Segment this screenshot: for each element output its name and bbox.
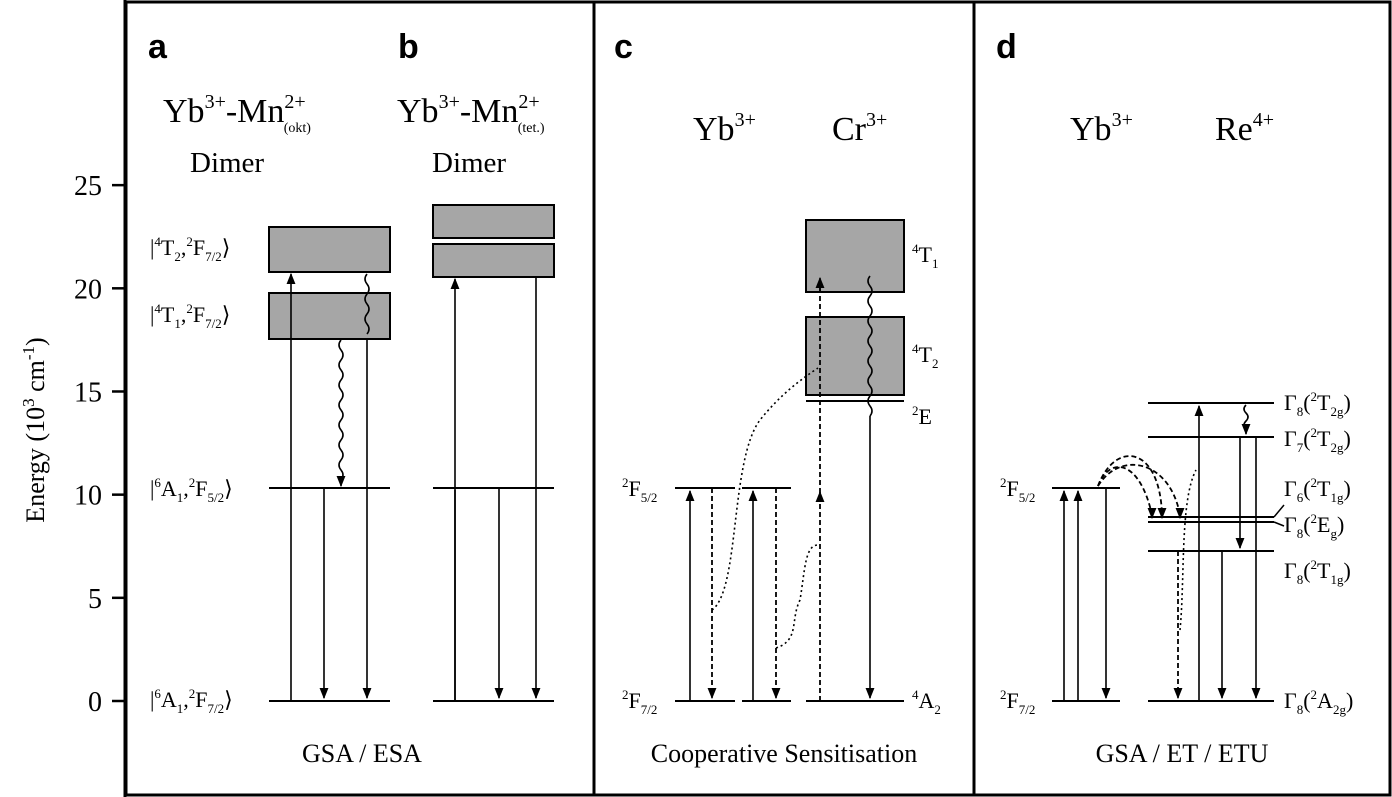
- panel-letter-c: c: [614, 28, 633, 66]
- panel-d: d Yb3+ Re4+ 2F5/2 2F7/2 Γ8(2T2g) Γ7(2T2g…: [996, 28, 1353, 768]
- panel-b: b Yb3+-Mn2+(tet.) Dimer GSA / ESA: [302, 28, 555, 768]
- band-4T2: [268, 226, 391, 273]
- et-curve-3: [1097, 466, 1153, 516]
- panel-a: a Yb3+-Mn2+(okt) Dimer |4T2,2F7/2⟩ |4T1,…: [148, 28, 391, 716]
- y-axis-tick-label: 10: [74, 481, 102, 512]
- y-axis-title: Energy (103 cm-1): [19, 337, 50, 522]
- state-c-4T1: 4T1: [912, 241, 938, 271]
- state-c-4T2: 4T2: [912, 341, 938, 371]
- state-d-G8-A2g: Γ8(2A2g): [1284, 687, 1353, 717]
- relaxation-wavy-top: [364, 273, 370, 335]
- state-label-6A1-2F72: |6A1,2F7/2⟩: [150, 686, 233, 716]
- panel-c-ion-cr: Cr3+: [832, 109, 887, 148]
- panel-b-subtitle: Dimer: [432, 147, 506, 179]
- transfer-curve-c-1: [711, 367, 819, 611]
- relaxation-c-wavy: [867, 275, 873, 417]
- state-d-G8-T2g: Γ8(2T2g): [1284, 389, 1351, 419]
- relaxation-d-wavy: [1243, 404, 1249, 430]
- panel-d-ion-re: Re4+: [1215, 109, 1274, 148]
- leader-G8-Eg: [1273, 521, 1285, 527]
- et-curve-2: [1097, 455, 1163, 516]
- caption-c: Cooperative Sensitisation: [651, 739, 917, 768]
- state-label-4T2-2F72: |4T2,2F7/2⟩: [150, 234, 230, 264]
- state-label-6A1-2F52: |6A1,2F5/2⟩: [150, 475, 233, 505]
- state-c-2E: 2E: [912, 403, 932, 429]
- state-c-4A2: 4A2: [912, 687, 941, 717]
- y-axis-tick-label: 20: [74, 274, 102, 305]
- panel-letter-d: d: [996, 28, 1017, 66]
- band-4T1: [268, 292, 391, 340]
- band-b-upper: [432, 204, 555, 239]
- leader-G6: [1273, 504, 1285, 518]
- state-c-2F52: 2F5/2: [622, 475, 657, 505]
- panel-b-title: Yb3+-Mn2+(tet.): [397, 91, 545, 136]
- state-c-2F72: 2F7/2: [622, 687, 657, 717]
- panel-c-frame: [592, 0, 976, 797]
- caption-d: GSA / ET / ETU: [1096, 739, 1269, 768]
- band-b-lower: [432, 243, 555, 278]
- state-d-2F52: 2F5/2: [1000, 475, 1035, 505]
- state-d-G8-T1g: Γ8(2T1g): [1284, 557, 1351, 587]
- y-axis-tick-label: 5: [88, 584, 102, 615]
- y-axis: 0 5 10 15 20 25 Energy (103 cm-1): [19, 0, 127, 797]
- panel-c: c Yb3+ Cr3+ 2F5/2 2F7/2 4T1 4T2 2E 4A2: [614, 28, 941, 768]
- panel-a-subtitle: Dimer: [190, 147, 264, 179]
- caption-ab: GSA / ESA: [302, 739, 422, 768]
- panel-d-frame: [972, 0, 1392, 797]
- panel-a-state-labels: |4T2,2F7/2⟩ |4T1,2F7/2⟩ |6A1,2F5/2⟩ |6A1…: [150, 234, 233, 716]
- relaxation-wavy: [338, 339, 344, 481]
- et-curve-1: [1097, 463, 1181, 516]
- state-d-G8-Eg: Γ8(2Eg): [1284, 511, 1344, 541]
- panel-d-ion-yb: Yb3+: [1070, 109, 1133, 148]
- state-d-G7-T2g: Γ7(2T2g): [1284, 425, 1351, 455]
- y-axis-tick-label: 15: [74, 377, 102, 408]
- panel-letter-b: b: [398, 28, 419, 66]
- y-axis-ticks: 0 5 10 15 20 25: [74, 171, 125, 718]
- state-label-4T1-2F72: |4T1,2F7/2⟩: [150, 301, 230, 331]
- y-axis-tick-label: 25: [74, 171, 102, 202]
- panel-letter-a: a: [148, 28, 168, 66]
- band-c-4T2: [805, 316, 905, 396]
- panel-c-ion-yb: Yb3+: [693, 109, 756, 148]
- state-d-2F72: 2F7/2: [1000, 687, 1035, 717]
- transfer-curve-c-2: [775, 544, 819, 649]
- y-axis-tick-label: 0: [88, 687, 102, 718]
- state-d-G6-T1g: Γ6(2T1g): [1284, 475, 1351, 505]
- panel-d-state-labels: Γ8(2T2g) Γ7(2T2g) Γ6(2T1g) Γ8(2Eg) Γ8(2T…: [1284, 389, 1353, 717]
- panel-a-title: Yb3+-Mn2+(okt): [163, 91, 311, 136]
